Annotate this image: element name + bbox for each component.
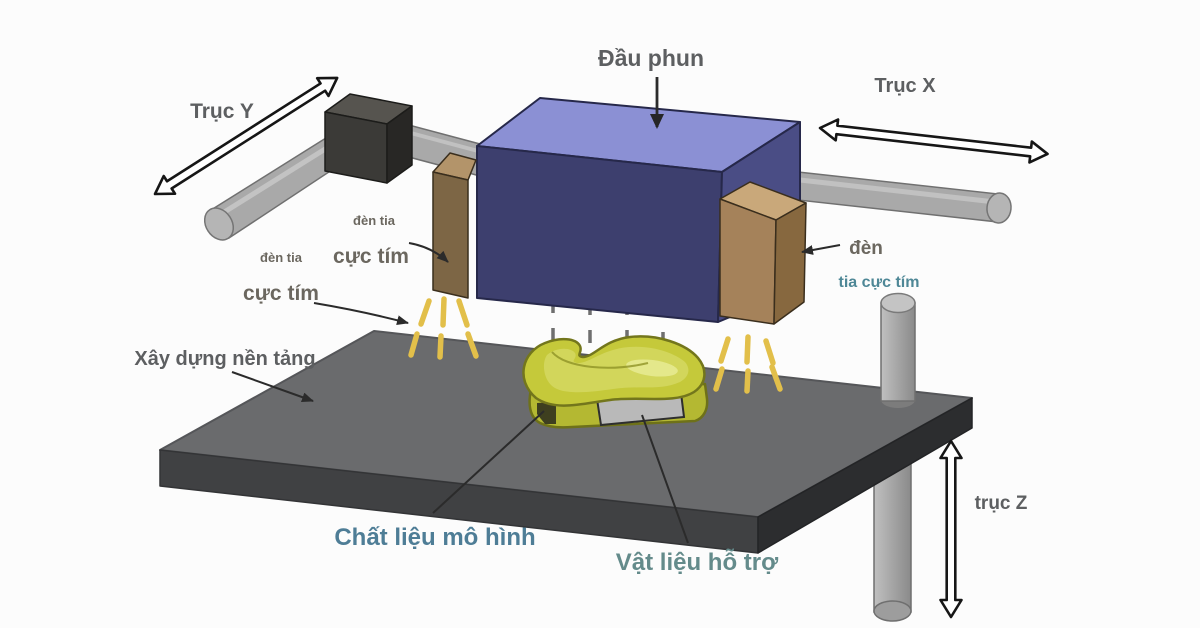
callout-arrows — [231, 77, 841, 544]
label-uv-right-line1: đèn — [849, 238, 883, 259]
label-axis-z: trục Z — [975, 493, 1028, 514]
label-axis-x: Trục X — [874, 75, 936, 97]
model-material-line — [432, 410, 545, 514]
rod-end-cap-right — [986, 192, 1012, 224]
model-notch — [537, 402, 556, 424]
carriage-side — [386, 105, 413, 184]
label-support-material: Vật liệu hỗ trợ — [616, 548, 779, 576]
uv-rays-left — [408, 296, 479, 360]
y-axis-arrow — [153, 76, 339, 196]
label-uv-left-bottom-line1: đèn tia — [260, 250, 303, 265]
model-gloss — [626, 359, 678, 377]
printed-model — [522, 335, 709, 429]
uv-lamp-right — [719, 181, 807, 325]
label-axis-y: Trục Y — [190, 100, 254, 123]
model-crease — [551, 351, 649, 369]
label-print-head: Đầu phun — [598, 45, 704, 71]
print-head-front — [476, 145, 723, 323]
uv-rays-right — [713, 334, 783, 394]
uv-right-arrow — [801, 244, 841, 255]
model-highlight — [543, 346, 689, 393]
uv-lamp-left — [432, 152, 477, 299]
label-uv-left-bottom-line2: cực tím — [243, 282, 319, 305]
carriage-block — [324, 93, 413, 184]
label-uv-left-top-line2: cực tím — [333, 245, 409, 268]
uv-lamp-right-front — [719, 198, 777, 325]
z-axis-arrow — [939, 439, 963, 619]
uv-left-bottom-arrow — [313, 302, 409, 326]
label-model-material: Chất liệu mô hình — [334, 524, 535, 551]
label-uv-right-line2: tia cực tím — [839, 274, 920, 291]
platform-side-face — [757, 397, 973, 554]
x-axis-rod — [797, 171, 1012, 224]
rod-end-cap-left — [203, 207, 235, 241]
x-axis-arrow — [818, 118, 1049, 164]
uv-lamp-right-side — [773, 202, 807, 325]
axis-arrows — [153, 76, 1049, 619]
support-material-line — [641, 414, 689, 544]
carriage-front — [324, 111, 388, 184]
uv-left-top-arrow — [408, 242, 449, 263]
label-build-platform: Xây dựng nền tảng — [134, 348, 315, 370]
label-uv-left-top-line1: đèn tia — [353, 213, 396, 228]
uv-lamp-left-front — [432, 171, 469, 299]
y-axis-rod — [203, 136, 346, 241]
z-rod-upper — [880, 292, 916, 408]
build-platform-arrow — [231, 371, 314, 402]
